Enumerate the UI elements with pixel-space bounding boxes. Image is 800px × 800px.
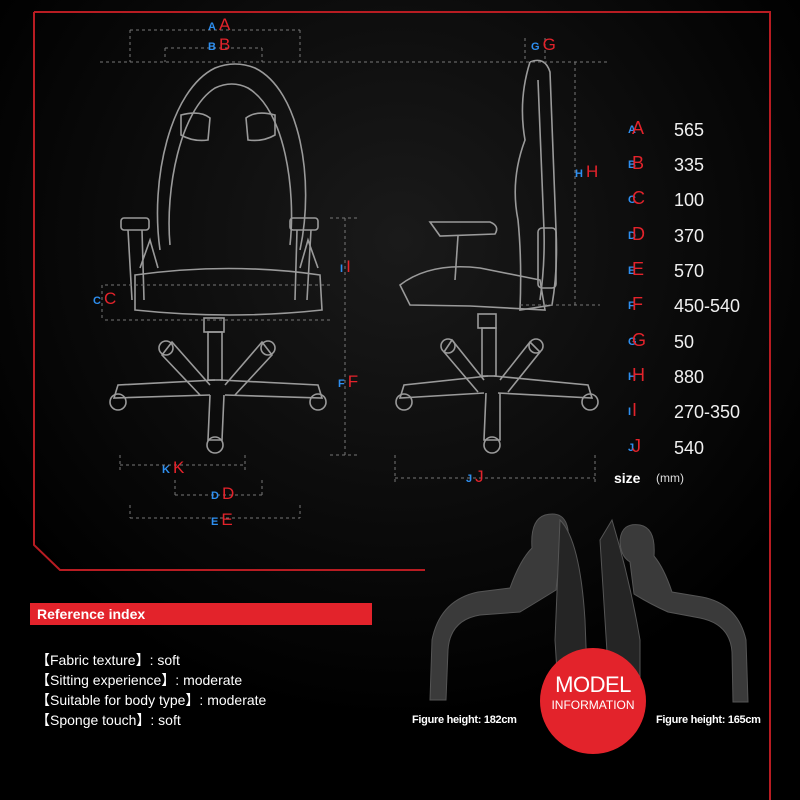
reference-item: 【Sitting experience】: moderate	[36, 672, 243, 688]
front-chair-drawing	[109, 63, 327, 454]
model-badge-line1: MODEL	[555, 672, 631, 697]
dimension-lines	[100, 29, 610, 519]
reference-title: Reference index	[37, 606, 146, 622]
reference-item: 【Sponge touch】: soft	[36, 712, 181, 728]
reference-header: Reference index	[30, 603, 372, 625]
reference-item: 【Fabric texture】: soft	[36, 652, 180, 668]
unit-label: (mm)	[656, 471, 684, 485]
reference-item: 【Suitable for body type】: moderate	[36, 692, 267, 708]
size-label: size	[614, 470, 641, 486]
model-information-badge: MODEL INFORMATION	[540, 648, 646, 754]
model-badge-line2: INFORMATION	[551, 698, 635, 712]
red-frame	[33, 11, 771, 800]
side-chair-drawing	[395, 59, 599, 454]
right-figure-height: Figure height: 165cm	[656, 714, 761, 726]
left-figure-height: Figure height: 182cm	[412, 714, 517, 726]
